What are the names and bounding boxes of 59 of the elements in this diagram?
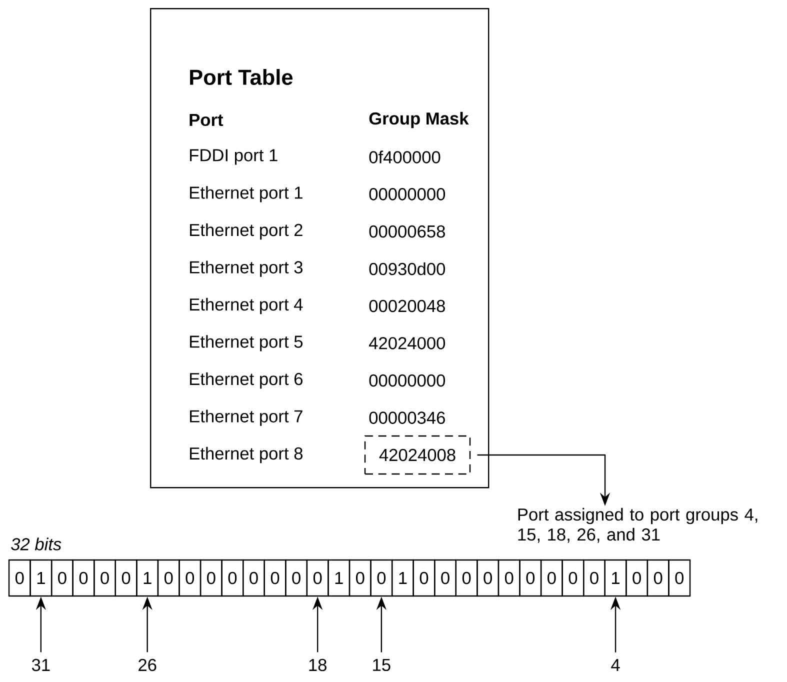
port-name: FDDI port 1	[190, 149, 278, 165]
mask-value: 42024000	[369, 337, 446, 350]
port-name: Ethernet port 5	[190, 335, 303, 352]
bit-cell: 0	[285, 559, 308, 597]
port-name: Ethernet port 6	[190, 372, 302, 389]
bit-cell: 0	[646, 559, 670, 597]
bit-number: 26	[138, 658, 156, 672]
bit-cell: 0	[50, 559, 74, 597]
mask-value: 0f400000	[369, 150, 440, 164]
bit-cell: 0	[264, 559, 286, 597]
bit-cell: 0	[242, 559, 265, 597]
port-name: Ethernet port 1	[190, 186, 302, 202]
port-name: Ethernet port 2	[190, 223, 302, 240]
bit-width-label: 32 bits	[11, 538, 62, 550]
bit-cell: 0	[200, 559, 222, 597]
bit-cell: 0	[178, 559, 202, 597]
dashed-value-box: 42024008	[364, 435, 471, 475]
note-text: Port assigned to port groups 4, 15, 18, 26, and 31	[518, 508, 758, 543]
bit-cell: 0	[626, 559, 648, 597]
port-name: Ethernet port 7	[190, 410, 302, 426]
bit-cell: 1	[30, 559, 52, 597]
mask-value: 00020048	[369, 300, 445, 312]
mask-value: 00000000	[369, 188, 446, 200]
bit-number: 31	[32, 658, 50, 672]
bit-cell: 1	[604, 559, 627, 597]
bit-cell: 1	[136, 559, 159, 597]
bit-number: 4	[611, 659, 620, 671]
bit-cell: 1	[328, 559, 350, 597]
column-header: Group Mask	[369, 112, 469, 128]
table-title: Port Table	[190, 69, 293, 85]
bit-cell: 0	[434, 559, 457, 597]
bit-cell: 0	[540, 559, 563, 597]
mask-value: 00000658	[369, 225, 445, 238]
bit-cell: 0	[8, 559, 31, 597]
bit-cell: 0	[348, 559, 372, 597]
bit-cell: 0	[476, 559, 500, 597]
bit-cell: 0	[455, 559, 478, 597]
bit-cell: 1	[391, 559, 414, 597]
bit-number: 15	[373, 658, 390, 672]
bit-cell: 0	[519, 559, 542, 597]
bit-cell: 0	[114, 559, 138, 597]
bit-cell: 0	[412, 559, 436, 597]
port-name: Ethernet port 3	[190, 260, 302, 277]
bit-cell: 0	[94, 559, 116, 597]
bit-cell: 0	[498, 559, 520, 597]
bit-cell: 0	[157, 559, 180, 597]
port-name: Ethernet port 4	[190, 298, 303, 314]
bit-cell: 0	[72, 559, 95, 597]
bit-cell: 0	[562, 559, 584, 597]
bit-number: 18	[309, 658, 326, 672]
mask-value: 00930d00	[369, 262, 446, 276]
column-header: Port	[190, 114, 224, 126]
port-name: Ethernet port 8	[190, 446, 302, 464]
bit-cell: 0	[306, 559, 329, 597]
mask-value: 00000000	[369, 374, 446, 387]
bit-cell: 0	[668, 559, 691, 597]
bit-cell: 0	[370, 559, 393, 597]
bit-cell: 0	[221, 559, 244, 597]
bit-cell: 0	[583, 559, 606, 597]
